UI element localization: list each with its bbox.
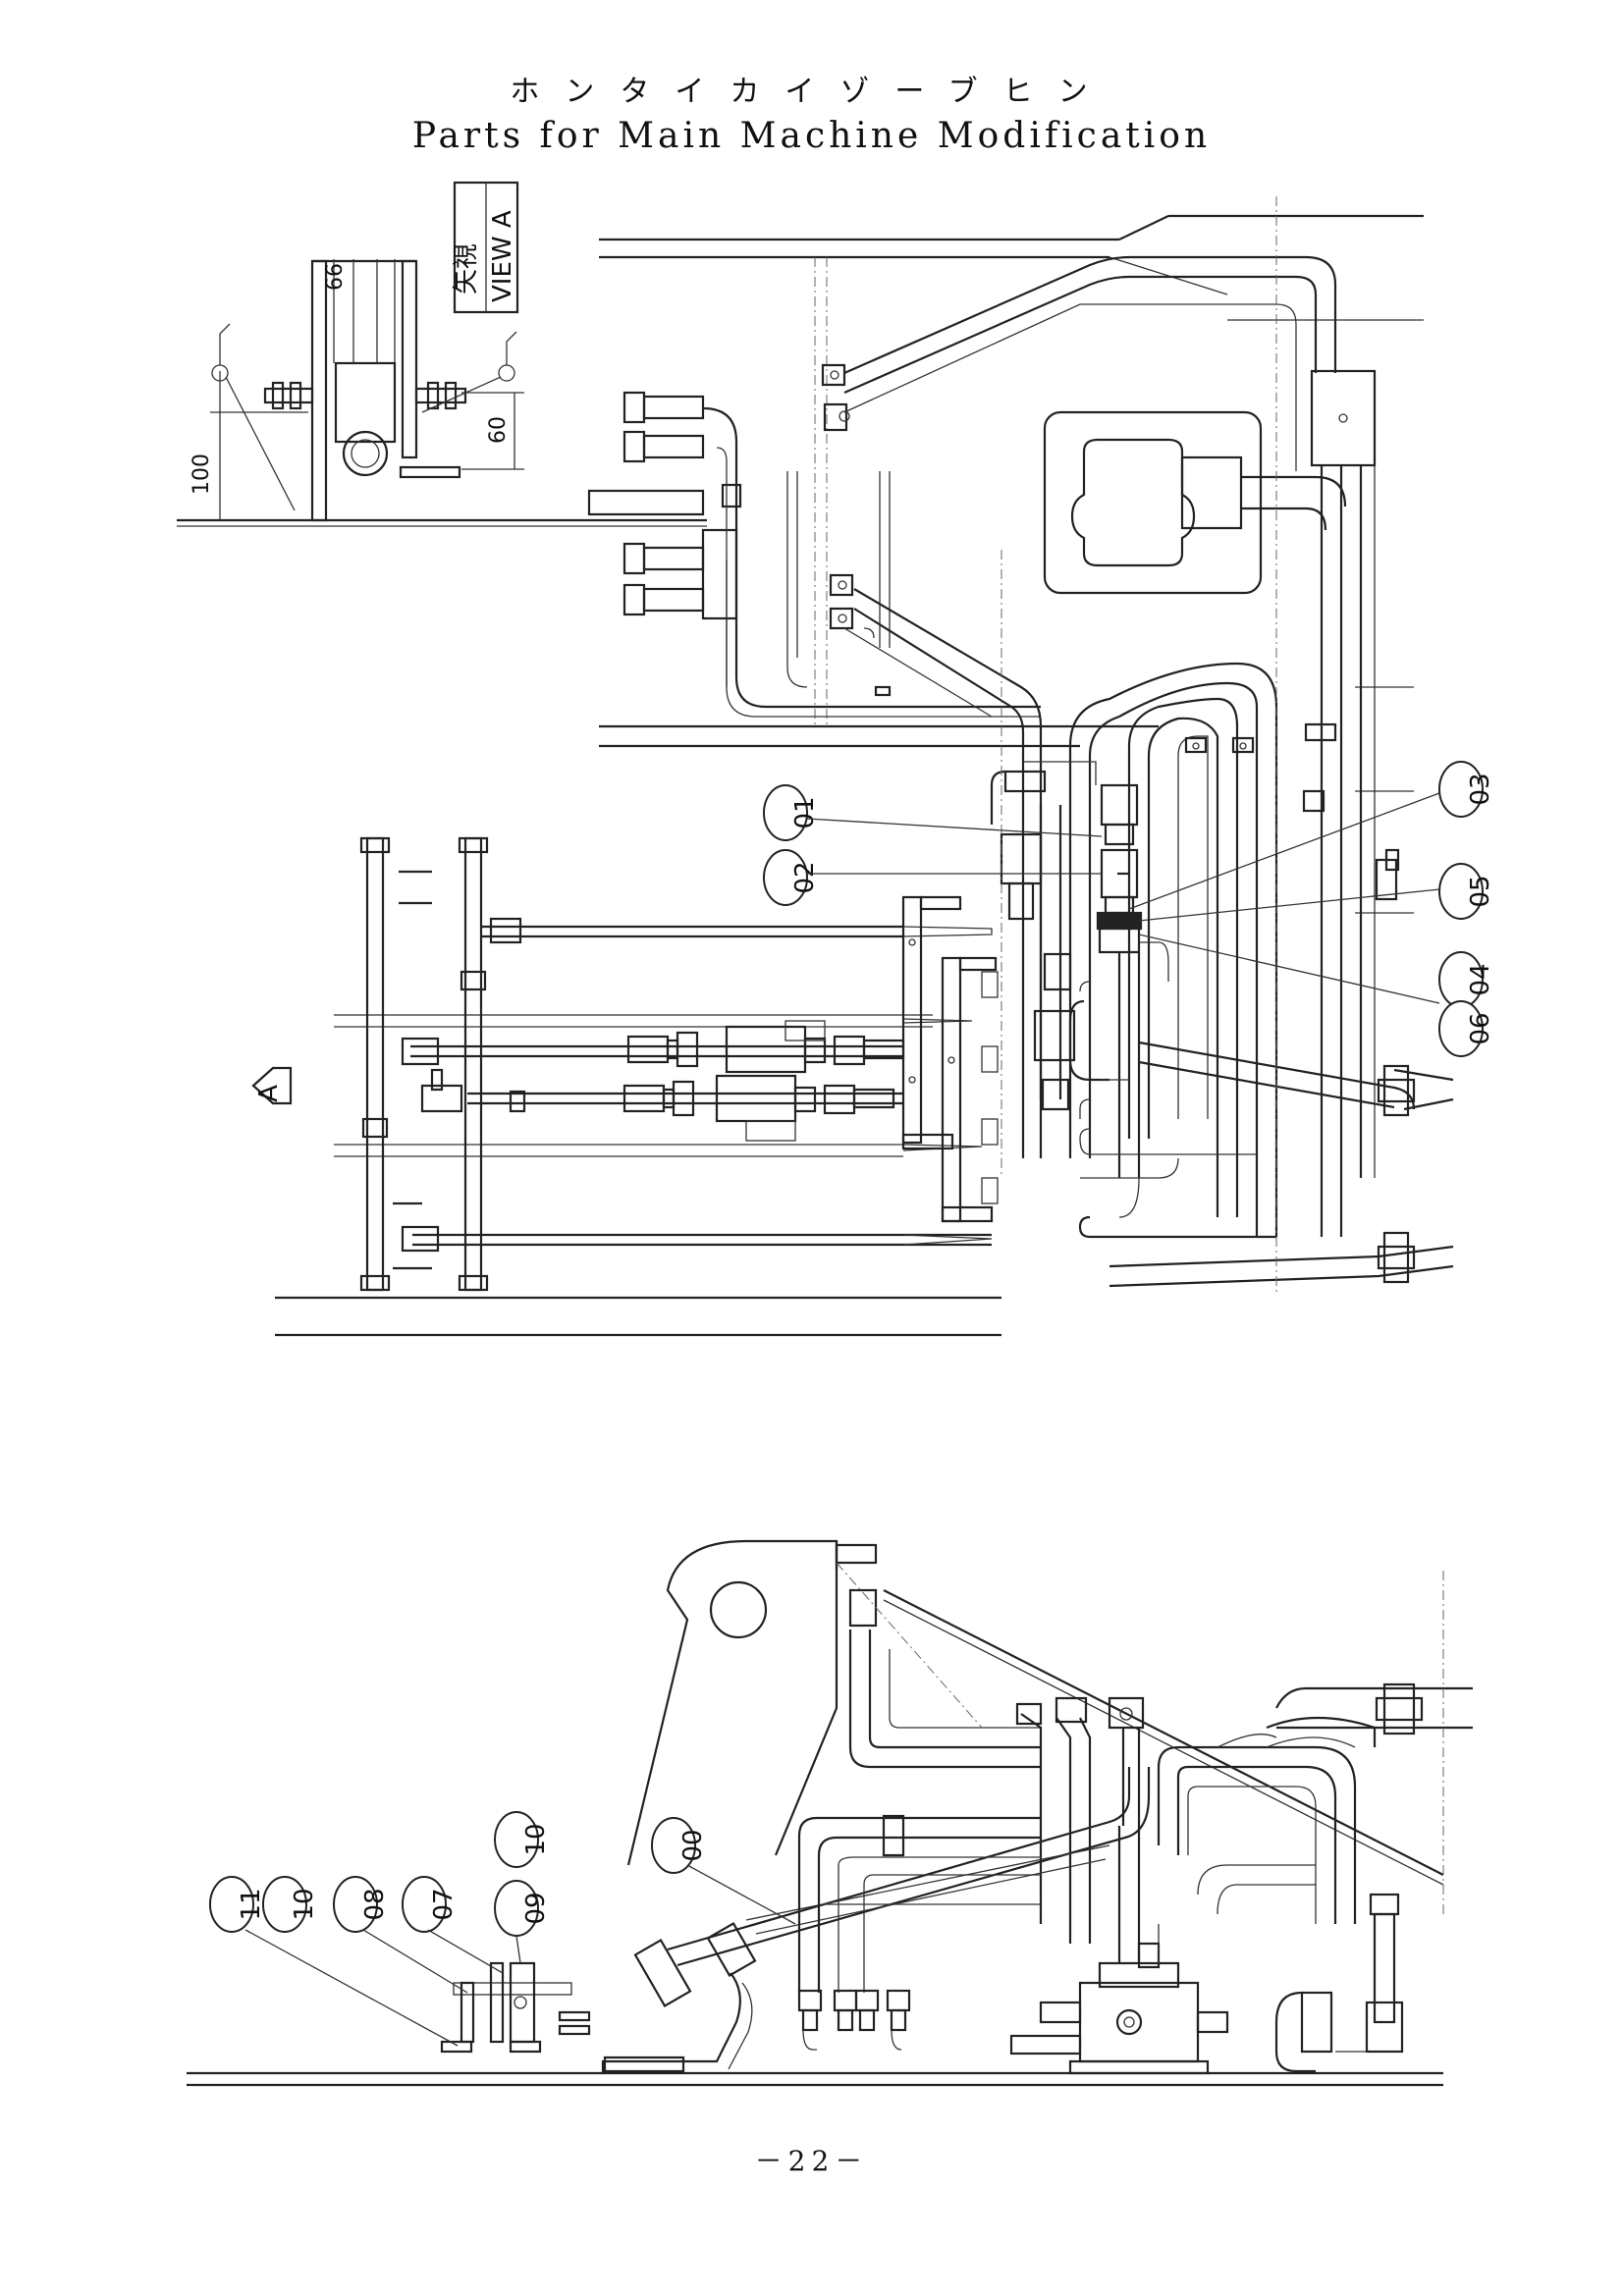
callout-11-label: 11 — [237, 1888, 266, 1920]
callout-05-label: 05 — [1466, 875, 1495, 907]
left-rack: A — [251, 836, 1001, 1337]
callout-08 — [333, 1876, 378, 1933]
callout-05 — [1438, 863, 1484, 920]
view-a-word: VIEW — [488, 236, 517, 302]
clamps — [821, 363, 892, 697]
callout-02 — [763, 849, 808, 906]
callout-08-label: 08 — [360, 1888, 390, 1920]
bottom-assembly — [187, 1539, 1473, 2087]
callout-00-label: 00 — [678, 1829, 708, 1861]
callout-11 — [209, 1876, 254, 1933]
callout-01 — [763, 784, 808, 841]
left-fittings — [587, 391, 742, 620]
callout-10-b — [494, 1811, 539, 1868]
callout-07 — [402, 1876, 447, 1933]
callout-03 — [1438, 761, 1484, 818]
view-a-detail: 矢視 VIEW A 100 60 66 — [177, 181, 707, 527]
callout-10-b-label: 10 — [521, 1823, 551, 1855]
dim-66: 66 — [323, 263, 348, 291]
dim-100: 100 — [189, 454, 214, 495]
dim-60: 60 — [486, 416, 511, 444]
callout-01-label: 01 — [790, 796, 820, 828]
callout-00 — [651, 1817, 696, 1874]
callouts-top: 01 02 03 05 04 06 — [763, 761, 1495, 1057]
callout-10-a-label: 10 — [290, 1888, 319, 1920]
view-a-arrow — [251, 1066, 293, 1105]
frame-housing — [626, 1539, 839, 1866]
callout-09-label: 09 — [521, 1892, 551, 1924]
page-title: Parts for Main Machine Modification — [411, 116, 1212, 156]
callout-02-label: 02 — [790, 861, 820, 893]
pump-unit — [1009, 1826, 1229, 2075]
view-a-letter: A — [488, 210, 517, 228]
callout-04-label: 04 — [1466, 963, 1495, 995]
top-assembly — [587, 196, 1454, 1296]
valve-stack — [990, 761, 1169, 1178]
callout-06 — [1438, 1000, 1484, 1057]
valve-housing — [1043, 410, 1263, 595]
callout-03-label: 03 — [1466, 773, 1495, 805]
callout-10-a — [262, 1876, 307, 1933]
view-a-label-jp: 矢視 — [452, 243, 481, 294]
callout-07-label: 07 — [429, 1888, 459, 1920]
callout-06-label: 06 — [1466, 1012, 1495, 1044]
view-a-arrow-label: A — [254, 1085, 284, 1102]
page-number: －22－ — [754, 2145, 869, 2177]
callouts-bottom: 00 11 10 08 07 09 10 — [209, 1811, 796, 2047]
view-a-label-en: VIEW A — [488, 210, 517, 302]
page-title-japanese: ホンタイカイゾーブヒン — [510, 75, 1113, 109]
